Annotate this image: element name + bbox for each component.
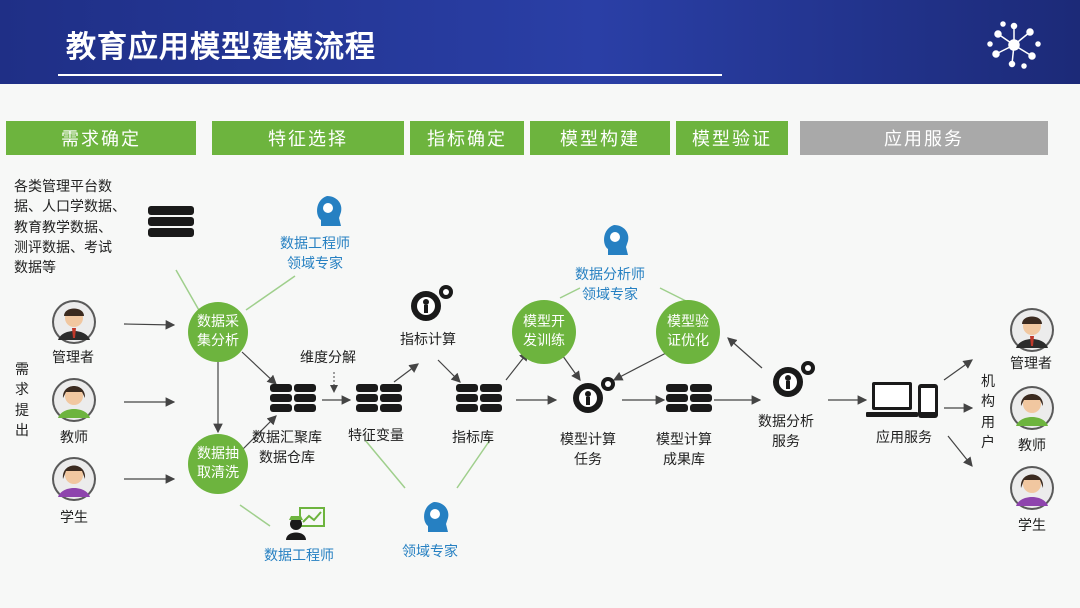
node-label: 证优化 — [667, 333, 709, 349]
role-label-teacher: 教师 — [60, 430, 88, 446]
node-label: 取清洗 — [197, 465, 239, 481]
database-icon — [148, 206, 194, 237]
database-icon — [456, 384, 502, 412]
label-line: 成果库 — [663, 452, 705, 469]
data-sources-line: 测评数据、考试 — [14, 239, 112, 256]
gear-person-icon — [773, 361, 815, 397]
data-sources-line: 教育教学数据、 — [14, 219, 112, 236]
users-vertical-label: 机构用户 — [981, 374, 995, 451]
user-label-manager: 管理者 — [1010, 356, 1052, 372]
stage-app-service: 应用服务 — [800, 121, 1048, 155]
engineer-icon — [286, 507, 325, 540]
header-banner: 教育应用模型建模流程 — [0, 0, 1080, 84]
label-app-service: 应用服务 — [876, 430, 932, 446]
expert-label-engineer: 数据工程师 — [264, 548, 334, 564]
label-feature-variable: 特征变量 — [348, 428, 404, 444]
data-sources-text: 各类管理平台数 据、人口学数据、 教育教学数据、 测评数据、考试 数据等 — [14, 177, 126, 278]
database-icon — [666, 384, 712, 412]
node-model-develop: 模型开发训练 — [512, 300, 576, 364]
data-sources-line: 各类管理平台数 — [14, 179, 112, 195]
label-line: 模型计算 — [560, 432, 616, 448]
node-data-collect: 数据采集分析 — [188, 302, 248, 362]
expert-label-top: 数据工程师 领域专家 — [280, 234, 350, 275]
expert-label-domain: 领域专家 — [402, 544, 458, 560]
page-title: 教育应用模型建模流程 — [66, 30, 376, 65]
gear-person-icon — [411, 285, 453, 321]
node-data-clean: 数据抽取清洗 — [188, 434, 248, 494]
label-indicator-db: 指标库 — [452, 430, 494, 446]
label-line: 数据仓库 — [259, 450, 315, 467]
node-label: 数据抽 — [197, 446, 239, 463]
label-analysis-service: 数据分析 服务 — [758, 412, 814, 453]
label-model-task: 模型计算 任务 — [560, 430, 616, 471]
gear-person-icon — [573, 377, 615, 413]
teacher-avatar-icon — [52, 378, 96, 422]
lightbulb-head-icon — [424, 502, 449, 532]
stage-model-build: 模型构建 — [530, 121, 670, 155]
label-line: 数据分析 — [758, 414, 814, 430]
label-model-result: 模型计算 成果库 — [656, 430, 712, 471]
database-icon — [356, 384, 402, 412]
node-label: 模型验 — [667, 314, 709, 331]
logo-icon — [987, 21, 1041, 69]
stage-indicator: 指标确定 — [410, 121, 524, 155]
demand-vertical-label: 需求提出 — [15, 362, 29, 439]
manager-avatar-icon — [52, 300, 96, 344]
lightbulb-head-icon — [317, 196, 342, 226]
database-icon — [270, 384, 316, 412]
node-model-verify: 模型验证优化 — [656, 300, 720, 364]
stage-feature: 特征选择 — [212, 121, 404, 155]
user-label-student: 学生 — [1018, 518, 1046, 534]
data-sources-line: 数据等 — [14, 260, 56, 277]
expert-line: 数据分析师 — [575, 267, 645, 283]
expert-line: 领域专家 — [287, 256, 343, 273]
manager-avatar-icon — [1010, 308, 1054, 352]
role-label-student: 学生 — [60, 510, 88, 526]
expert-line: 数据工程师 — [280, 236, 350, 252]
teacher-avatar-icon — [1010, 386, 1054, 430]
data-sources-line: 据、人口学数据、 — [14, 199, 126, 216]
student-avatar-icon — [52, 457, 96, 501]
stage-model-verify: 模型验证 — [676, 121, 788, 155]
label-line: 模型计算 — [656, 432, 712, 448]
node-label: 模型开 — [523, 314, 565, 331]
node-label: 数据采 — [197, 314, 239, 331]
node-label: 集分析 — [197, 333, 239, 349]
label-indicator-calc: 指标计算 — [400, 332, 456, 348]
title-underline — [58, 74, 722, 76]
role-label-manager: 管理者 — [52, 350, 94, 366]
label-data-warehouse: 数据汇聚库 数据仓库 — [252, 428, 322, 469]
label-line: 任务 — [574, 452, 602, 469]
expert-label-analyst: 数据分析师 领域专家 — [575, 265, 645, 306]
stage-demand: 需求确定 — [6, 121, 196, 155]
label-dimension-decompose: 维度分解 — [300, 350, 356, 366]
lightbulb-head-icon — [604, 225, 629, 255]
label-line: 服务 — [772, 434, 800, 451]
expert-line: 领域专家 — [582, 287, 638, 304]
student-avatar-icon — [1010, 466, 1054, 510]
node-label: 发训练 — [523, 333, 565, 349]
user-label-teacher: 教师 — [1018, 438, 1046, 454]
label-line: 数据汇聚库 — [252, 430, 322, 446]
